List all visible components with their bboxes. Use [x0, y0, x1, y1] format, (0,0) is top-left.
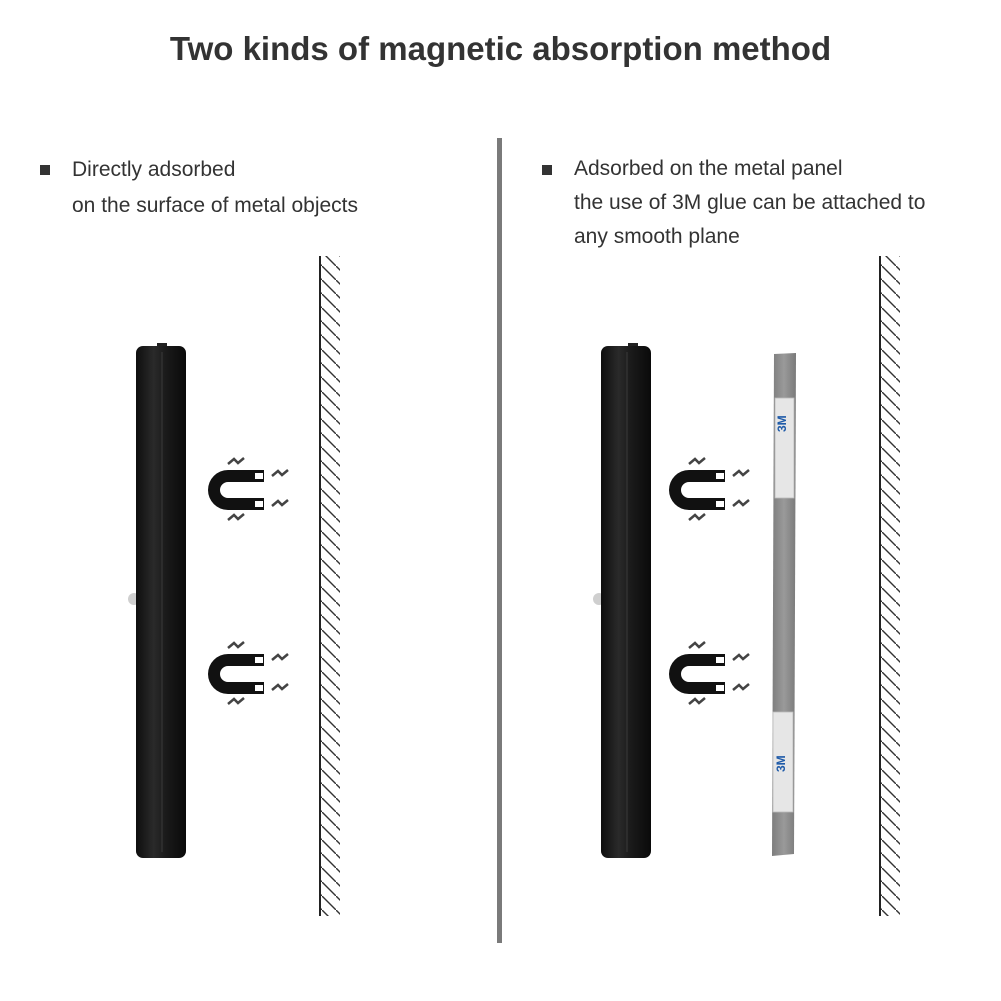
tape-label: 3M	[775, 415, 789, 432]
magnet-icon	[206, 640, 290, 706]
right-line-1: Adsorbed on the metal panel	[574, 157, 843, 180]
magnet-icon	[206, 456, 290, 522]
magnet-icon	[667, 640, 751, 706]
bullet-square-icon	[40, 165, 50, 175]
left-line-1: Directly adsorbed	[72, 158, 236, 181]
right-line-2: the use of 3M glue can be attached to	[574, 191, 926, 214]
tape-label: 3M	[774, 755, 788, 772]
right-description: Adsorbed on the metal panel the use of 3…	[542, 152, 926, 254]
page-title: Two kinds of magnetic absorption method	[169, 30, 832, 67]
left-wall	[319, 256, 340, 916]
magnet-icon	[667, 456, 751, 522]
metal-panel: 3M 3M	[772, 353, 796, 856]
left-description: Directly adsorbed on the surface of meta…	[40, 152, 358, 224]
section-divider	[497, 138, 502, 943]
bullet-square-icon	[542, 165, 552, 175]
left-light-bar	[128, 343, 186, 858]
right-line-3: any smooth plane	[574, 225, 740, 248]
left-line-2: on the surface of metal objects	[72, 194, 358, 217]
right-wall	[879, 256, 900, 916]
right-light-bar	[593, 343, 651, 858]
